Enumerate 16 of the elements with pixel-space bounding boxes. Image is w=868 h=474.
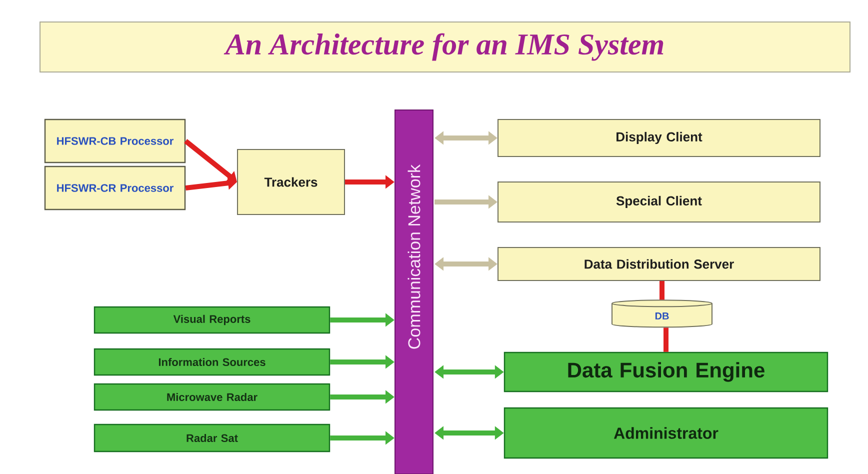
source-box: Information Sources — [94, 348, 330, 376]
admin-box: Administrator — [504, 407, 828, 459]
processor-box: HFSWR-CR Processor — [44, 166, 186, 210]
source-box: Radar Sat — [94, 424, 330, 452]
process-box: Data Distribution Server — [498, 247, 820, 281]
arrow — [184, 139, 237, 182]
process-box: Special Client — [498, 182, 820, 222]
process-box: Trackers — [237, 149, 345, 215]
process-box: Display Client — [498, 119, 820, 157]
source-box: Microwave Radar — [94, 383, 330, 411]
network-bar: Communication Network — [394, 110, 434, 474]
processor-box: HFSWR-CB Processor — [44, 118, 186, 164]
engine-box: Data Fusion Engine — [504, 352, 828, 392]
database-cylinder: DB — [612, 300, 712, 328]
title-banner: An Architecture for an IMS System — [40, 22, 850, 72]
source-box: Visual Reports — [94, 306, 330, 334]
